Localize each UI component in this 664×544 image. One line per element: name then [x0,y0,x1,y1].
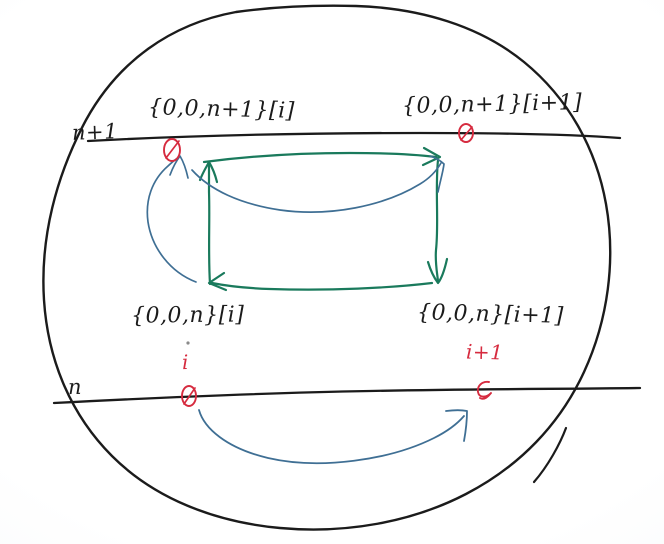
green-arrow-left-head [198,160,219,184]
lower-line-label: n [67,374,83,400]
bottom-left-index-label: i [181,349,190,375]
blue-arrow-left-loop-head [169,155,189,179]
bottom-right-term-label: {0,0,n}[i+1] [416,300,565,329]
top-left-zero-slash [165,140,180,159]
bottom-left-zero-slash [183,387,196,405]
bottom-left-term-label: {0,0,n}[i] [130,302,245,329]
top-right-zero-marker [458,123,474,143]
top-right-zero-slash [460,126,473,141]
blue-arrow-left-loop-shaft [146,156,197,283]
green-arrow-top-head [421,146,442,167]
blue-arrow-inner-curve-head [429,155,445,193]
top-left-term-label: {0,0,n+1}[i] [147,95,296,124]
green-arrow-left-shaft [207,161,212,286]
blue-arrow-bottom-sweep-shaft [198,409,465,465]
upper-line-label: n+1 [71,119,119,145]
top-right-term-label: {0,0,n+1}[i+1] [401,90,583,119]
blue-arrow-bottom-sweep-head [445,409,468,442]
green-arrow-top-shaft [202,151,438,164]
green-arrow-bottom-head [207,271,228,292]
oval-tail-stroke [532,426,568,484]
blue-arrow-inner-curve-shaft [191,162,442,213]
bottom-right-zero-marker [476,380,492,400]
bottom-right-index-label: i+1 [465,339,504,365]
top-left-zero-marker [163,138,181,162]
upper-level-line-path [86,131,622,143]
green-arrow-bottom-shaft [210,281,434,291]
bottom-left-zero-marker [181,385,197,407]
green-arrow-right-head [426,257,449,285]
green-arrow-right-shaft [434,158,440,283]
enclosing-oval-path [42,4,612,531]
lower-level-line-path [52,386,642,405]
bottom-left-index-dot [186,341,190,345]
